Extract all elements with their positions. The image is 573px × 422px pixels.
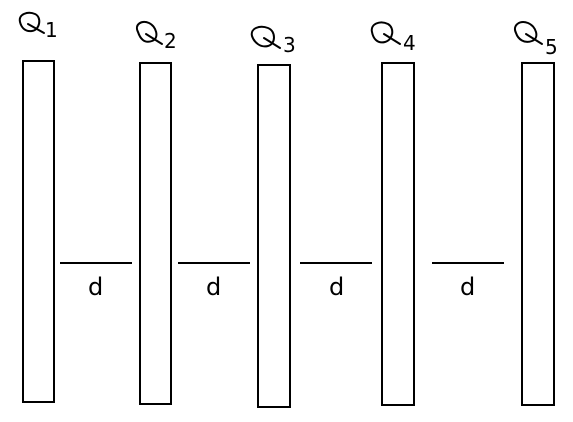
plate-2-subscript: 2	[164, 29, 177, 53]
gap-4: d	[432, 262, 504, 301]
gap-4-label: d	[460, 273, 475, 301]
plate-5: 5	[514, 21, 558, 406]
plate-2: 2	[136, 21, 177, 405]
charge-symbol-1	[18, 11, 45, 34]
plate-1: 1	[18, 11, 58, 403]
plate-3: 3	[250, 25, 296, 408]
plate-4: 4	[370, 21, 416, 406]
plate-1-subscript: 1	[45, 18, 58, 42]
plate-3-subscript: 3	[283, 33, 296, 57]
gap-1-label: d	[88, 273, 103, 301]
plate-5-rect	[521, 62, 555, 406]
gap-3: d	[300, 262, 372, 301]
plate-3-rect	[257, 64, 291, 408]
charge-symbol-2	[136, 21, 163, 45]
gap-3-label: d	[329, 273, 344, 301]
plate-2-rect	[139, 62, 172, 405]
charge-symbol-3	[250, 25, 281, 49]
gap-2-label: d	[206, 273, 221, 301]
charge-symbol-4	[370, 21, 401, 45]
gap-1: d	[60, 262, 132, 301]
plate-1-rect	[22, 60, 55, 403]
plate-5-subscript: 5	[545, 35, 558, 59]
charge-symbol-5	[514, 21, 543, 45]
plate-4-rect	[381, 62, 415, 406]
plate-4-subscript: 4	[403, 31, 416, 55]
gap-2: d	[178, 262, 250, 301]
